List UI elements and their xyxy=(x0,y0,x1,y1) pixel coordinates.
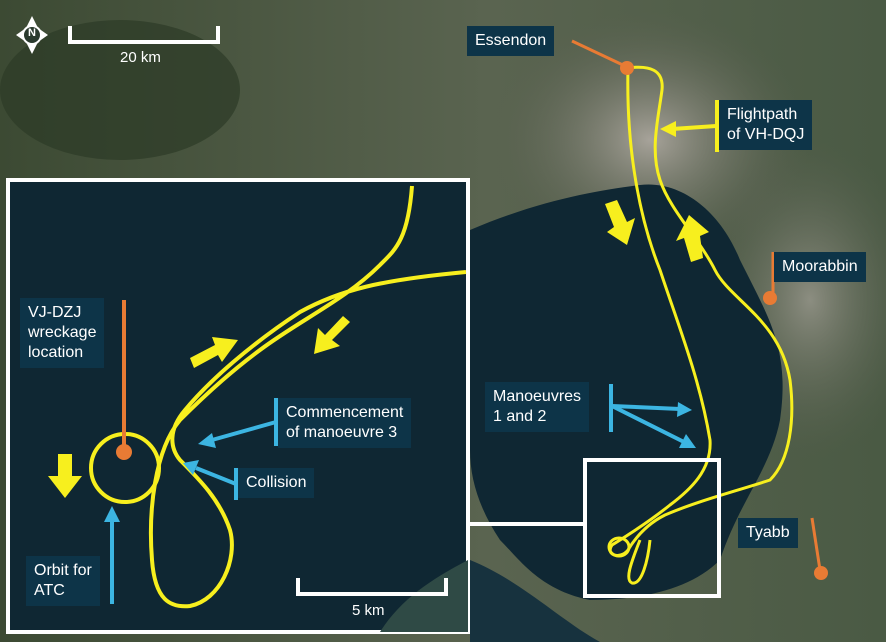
scale-label-main: 20 km xyxy=(120,49,161,66)
scale-bar-inset xyxy=(296,578,448,596)
flightpath-inset xyxy=(148,185,467,609)
direction-arrow-northeast xyxy=(190,337,238,368)
essendon-marker-line xyxy=(571,39,626,68)
flightpath-main xyxy=(608,65,794,557)
label-flightpath: Flightpath of VH-DQJ xyxy=(719,100,813,150)
direction-arrow-north xyxy=(676,215,709,262)
label-essendon: Essendon xyxy=(467,26,555,56)
collision-pointer xyxy=(195,466,237,486)
moorabbin-marker xyxy=(763,291,777,305)
direction-arrow-south xyxy=(605,200,635,245)
essendon-marker xyxy=(620,61,634,75)
commencement-pointer-head xyxy=(198,433,216,448)
scale-label-inset: 5 km xyxy=(352,602,385,619)
manoeuvre-1-pointer xyxy=(611,404,681,411)
label-wreckage: VJ-DZJ wreckage location xyxy=(20,298,105,368)
label-manoeuvres: Manoeuvres 1 and 2 xyxy=(485,382,590,432)
flightpath-pointer xyxy=(671,124,717,131)
manoeuvre-2-pointer xyxy=(611,404,685,444)
scale-bar-main xyxy=(68,26,220,44)
label-collision: Collision xyxy=(238,468,315,498)
orbit-pointer-head xyxy=(104,506,120,522)
label-orbit: Orbit for ATC xyxy=(26,556,100,606)
bay-entrance xyxy=(470,560,600,642)
label-tyabb: Tyabb xyxy=(738,518,798,548)
detail-area-box xyxy=(583,458,721,598)
wreckage-marker xyxy=(116,444,132,460)
flightpath-orbit-main xyxy=(607,536,631,558)
manoeuvre-1-pointer-head xyxy=(677,402,692,417)
commencement-pointer xyxy=(211,420,277,442)
compass-letter: N xyxy=(28,27,36,39)
flightpath-loop-main xyxy=(627,539,652,585)
tyabb-marker xyxy=(814,566,828,580)
tyabb-marker-line xyxy=(810,517,822,571)
collision-pointer-head xyxy=(183,460,199,475)
bay-water xyxy=(470,184,783,601)
label-commencement: Commencement of manoeuvre 3 xyxy=(278,398,412,448)
direction-arrow-down xyxy=(48,454,82,498)
forest-area xyxy=(0,20,240,160)
compass-icon xyxy=(16,16,48,54)
flightpath-pointer-head xyxy=(660,121,676,137)
manoeuvre-2-pointer-head xyxy=(679,434,696,448)
label-moorabbin: Moorabbin xyxy=(774,252,866,282)
direction-arrow-southwest xyxy=(314,316,350,354)
